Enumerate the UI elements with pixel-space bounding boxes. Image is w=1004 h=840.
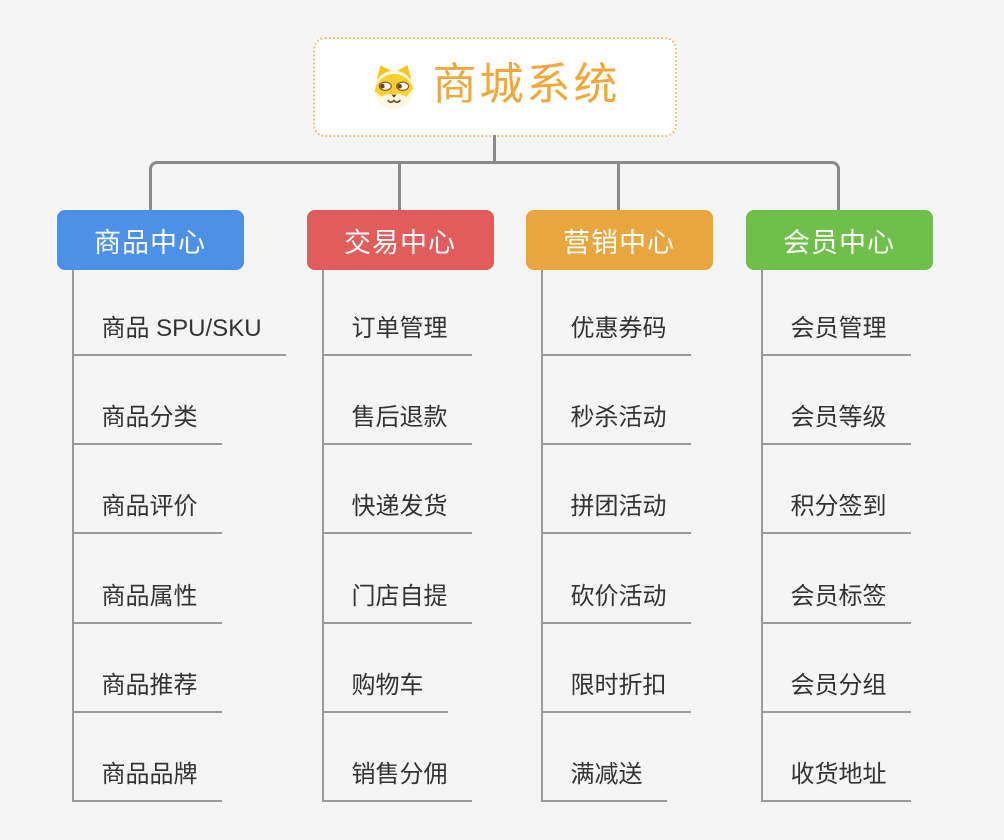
leaf-node[interactable]: 满减送 xyxy=(540,758,667,802)
branch-column-4: 会员中心 会员管理会员等级积分签到会员标签会员分组收货地址 xyxy=(745,210,1004,840)
leaf-node[interactable]: 售后退款 xyxy=(321,401,472,445)
branch-connector-line xyxy=(760,270,763,801)
branch-label: 营销中心 xyxy=(563,227,675,258)
connector-root-stem xyxy=(493,135,496,164)
branch-header[interactable]: 会员中心 xyxy=(745,210,933,270)
leaf-node[interactable]: 砍价活动 xyxy=(540,580,691,624)
branch-column-2: 交易中心 订单管理售后退款快递发货门店自提购物车销售分佣 xyxy=(306,210,567,840)
leaf-node[interactable]: 商品 SPU/SKU xyxy=(71,312,286,356)
connector-rail-right xyxy=(494,161,840,210)
root-title: 商城系统 xyxy=(432,60,621,109)
leaf-node[interactable]: 优惠券码 xyxy=(540,312,691,356)
leaf-node[interactable]: 商品属性 xyxy=(71,580,222,624)
leaf-node[interactable]: 商品品牌 xyxy=(71,758,222,802)
leaf-node[interactable]: 拼团活动 xyxy=(540,490,691,534)
leaf-node[interactable]: 商品评价 xyxy=(71,490,222,534)
branch-header[interactable]: 营销中心 xyxy=(525,210,713,270)
branch-connector-line xyxy=(540,270,543,801)
branch-column-3: 营销中心 优惠券码秒杀活动拼团活动砍价活动限时折扣满减送 xyxy=(525,210,786,840)
leaf-node[interactable]: 会员等级 xyxy=(760,401,911,445)
leaf-node[interactable]: 销售分佣 xyxy=(321,758,472,802)
leaf-node[interactable]: 商品推荐 xyxy=(71,669,222,713)
branch-connector-line xyxy=(71,270,74,801)
root-node[interactable]: 商城系统 xyxy=(313,37,677,137)
branch-connector-line xyxy=(321,270,324,801)
leaf-node[interactable]: 收货地址 xyxy=(760,758,911,802)
branch-header[interactable]: 交易中心 xyxy=(306,210,494,270)
leaf-node[interactable]: 秒杀活动 xyxy=(540,401,691,445)
leaf-node[interactable]: 商品分类 xyxy=(71,401,222,445)
branch-label: 交易中心 xyxy=(344,227,456,258)
leaf-node[interactable]: 订单管理 xyxy=(321,312,472,356)
leaf-node[interactable]: 会员管理 xyxy=(760,312,911,356)
leaf-node[interactable]: 积分签到 xyxy=(760,490,911,534)
connector-drop-2 xyxy=(398,161,401,210)
leaf-node[interactable]: 门店自提 xyxy=(321,580,472,624)
branch-column-1: 商品中心 商品 SPU/SKU 商品分类商品评价商品属性商品推荐商品品牌 xyxy=(56,210,317,840)
dog-face-icon xyxy=(374,65,413,110)
branch-header[interactable]: 商品中心 xyxy=(56,210,244,270)
leaf-node[interactable]: 限时折扣 xyxy=(540,669,691,713)
connector-drop-3 xyxy=(617,161,620,210)
branch-label: 会员中心 xyxy=(783,227,895,258)
branch-label: 商品中心 xyxy=(94,227,206,258)
leaf-node[interactable]: 会员标签 xyxy=(760,580,911,624)
leaf-node[interactable]: 会员分组 xyxy=(760,669,911,713)
leaf-node[interactable]: 快递发货 xyxy=(321,490,472,534)
leaf-node[interactable]: 购物车 xyxy=(321,669,448,713)
connector-rail-left xyxy=(149,161,494,210)
